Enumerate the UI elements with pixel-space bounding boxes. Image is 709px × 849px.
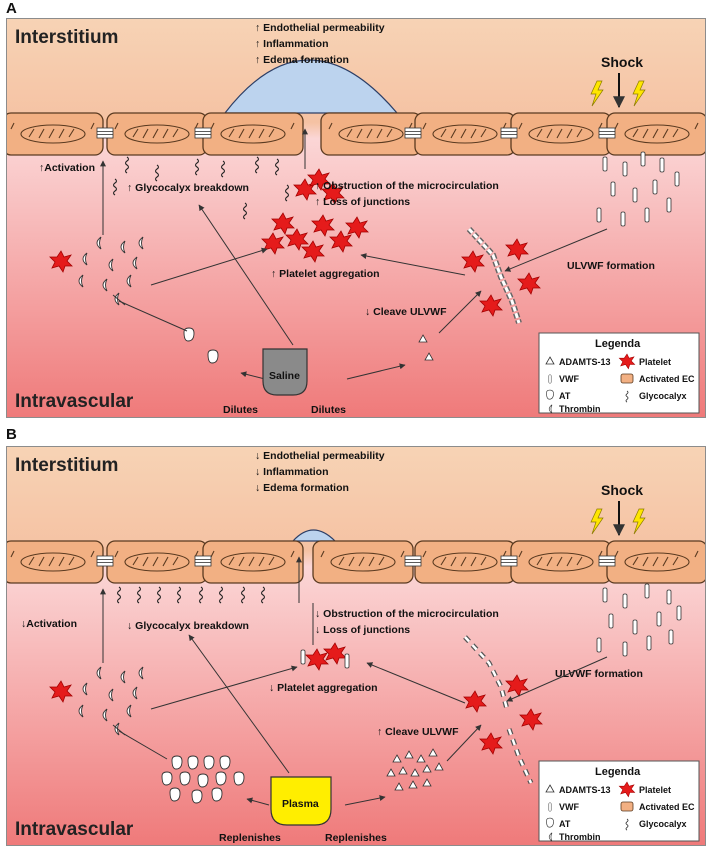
endothelial-cell xyxy=(202,112,304,156)
dilutes-left-label: Dilutes xyxy=(223,404,258,416)
ulvwf-fragments-inner xyxy=(464,636,533,784)
panel-b-diagram: Interstitium Intravascular ↓ Endothelial… xyxy=(7,447,705,845)
endothelial-cell xyxy=(606,540,705,584)
obstruction-label: ↓ Obstruction of the microcirculation xyxy=(315,608,499,620)
activation-label: ↑Activation xyxy=(39,162,95,174)
endothelial-cell xyxy=(202,540,304,584)
effect-inflammation: ↑ Inflammation xyxy=(255,38,329,50)
tight-junction xyxy=(96,127,114,139)
legend-box xyxy=(538,760,700,842)
endothelial-cell xyxy=(606,112,705,156)
endothelial-cell xyxy=(510,112,612,156)
panel-letter-a: A xyxy=(6,0,17,17)
endothelial-cell xyxy=(7,112,104,156)
endothelial-layer xyxy=(7,540,705,584)
endothelial-cell xyxy=(312,540,414,584)
cleave-label: ↓ Cleave ULVWF xyxy=(365,306,447,318)
legend-platelet: Platelet xyxy=(639,357,671,367)
legend-vwf: VWF xyxy=(559,374,579,384)
replenishes-left-label: Replenishes xyxy=(219,832,281,844)
legend-at: AT xyxy=(559,819,571,829)
endothelial-cell xyxy=(106,540,208,584)
intravascular-label: Intravascular xyxy=(15,819,134,840)
endothelial-cell xyxy=(414,112,516,156)
endothelial-cell xyxy=(414,540,516,584)
legend: Legenda ADAMTS-13 Platelet VWF Activated… xyxy=(538,760,700,842)
junctions-label: ↑ Loss of junctions xyxy=(315,196,410,208)
antithrombin-icon xyxy=(207,349,219,364)
legend-adamts13: ADAMTS-13 xyxy=(559,357,611,367)
legend-title: Legenda xyxy=(595,766,641,778)
legend-thrombin: Thrombin xyxy=(559,832,601,842)
legend-glycocalyx: Glycocalyx xyxy=(639,391,687,401)
glycocalyx-label: ↓ Glycocalyx breakdown xyxy=(127,620,249,632)
endothelial-cell xyxy=(510,540,612,584)
at-icon xyxy=(546,817,554,828)
effect-inflammation: ↓ Inflammation xyxy=(255,466,329,478)
endothelial-layer xyxy=(7,112,705,156)
panel-a: Interstitium Intravascular ↑ Endothelial… xyxy=(6,18,706,418)
junctions-label: ↓ Loss of junctions xyxy=(315,624,410,636)
legend-thrombin: Thrombin xyxy=(559,404,601,414)
effect-edema: ↓ Edema formation xyxy=(255,482,349,494)
legend-box xyxy=(538,332,700,414)
legend-activated-ec: Activated EC xyxy=(639,802,695,812)
ulvwf-formation-label: ULVWF formation xyxy=(555,668,643,680)
platelet-aggregation-label: ↑ Platelet aggregation xyxy=(271,268,380,280)
tight-junction xyxy=(194,127,212,139)
legend-adamts13: ADAMTS-13 xyxy=(559,785,611,795)
saline-bag xyxy=(262,348,308,396)
effect-permeability: ↑ Endothelial permeability xyxy=(255,22,385,34)
at-icon xyxy=(546,389,554,400)
plasma-label: Plasma xyxy=(282,798,319,810)
cleave-label: ↑ Cleave ULVWF xyxy=(377,726,459,738)
arrows xyxy=(100,128,608,380)
legend: Legenda ADAMTS-13 Platelet VWF Activated… xyxy=(538,332,700,414)
intravascular-label: Intravascular xyxy=(15,391,134,412)
dilutes-right-label: Dilutes xyxy=(311,404,346,416)
effect-permeability: ↓ Endothelial permeability xyxy=(255,450,385,462)
tight-junction xyxy=(598,555,616,567)
legend-vwf: VWF xyxy=(559,802,579,812)
endothelial-cell xyxy=(7,540,104,584)
tight-junction xyxy=(194,555,212,567)
shock-label: Shock xyxy=(601,54,643,70)
shock-label: Shock xyxy=(601,482,643,498)
platelet-aggregation-label: ↓ Platelet aggregation xyxy=(269,682,378,694)
legend-platelet: Platelet xyxy=(639,785,671,795)
glycocalyx-label: ↑ Glycocalyx breakdown xyxy=(127,182,249,194)
panel-b: Interstitium Intravascular ↓ Endothelial… xyxy=(6,446,706,846)
legend-title: Legenda xyxy=(595,338,641,350)
saline-label: Saline xyxy=(269,370,300,382)
legend-activated-ec: Activated EC xyxy=(639,374,695,384)
legend-glycocalyx: Glycocalyx xyxy=(639,819,687,829)
interstitium-label: Interstitium xyxy=(15,27,118,48)
tight-junction xyxy=(404,127,422,139)
panel-a-diagram: Interstitium Intravascular ↑ Endothelial… xyxy=(7,19,705,417)
interstitium-label: Interstitium xyxy=(15,455,118,476)
tight-junction xyxy=(96,555,114,567)
tight-junction xyxy=(500,555,518,567)
vwf-icon xyxy=(548,374,552,384)
edema-bubble xyxy=(223,59,399,114)
vwf-icon xyxy=(548,802,552,812)
plasma-bag xyxy=(270,776,332,826)
arrows xyxy=(100,556,608,806)
ulvwf-strand-inner xyxy=(467,227,521,324)
effect-edema: ↑ Edema formation xyxy=(255,54,349,66)
endothelial-cell xyxy=(106,112,208,156)
ulvwf-formation-label: ULVWF formation xyxy=(567,260,655,272)
activated-ec-icon xyxy=(620,373,634,384)
tight-junction xyxy=(598,127,616,139)
tight-junction xyxy=(500,127,518,139)
replenishes-right-label: Replenishes xyxy=(325,832,387,844)
activated-ec-icon xyxy=(620,801,634,812)
panel-letter-b: B xyxy=(6,426,17,443)
activation-label: ↓Activation xyxy=(21,618,77,630)
tight-junction xyxy=(404,555,422,567)
legend-at: AT xyxy=(559,391,571,401)
obstruction-label: ↑ Obstruction of the microcirculation xyxy=(315,180,499,192)
